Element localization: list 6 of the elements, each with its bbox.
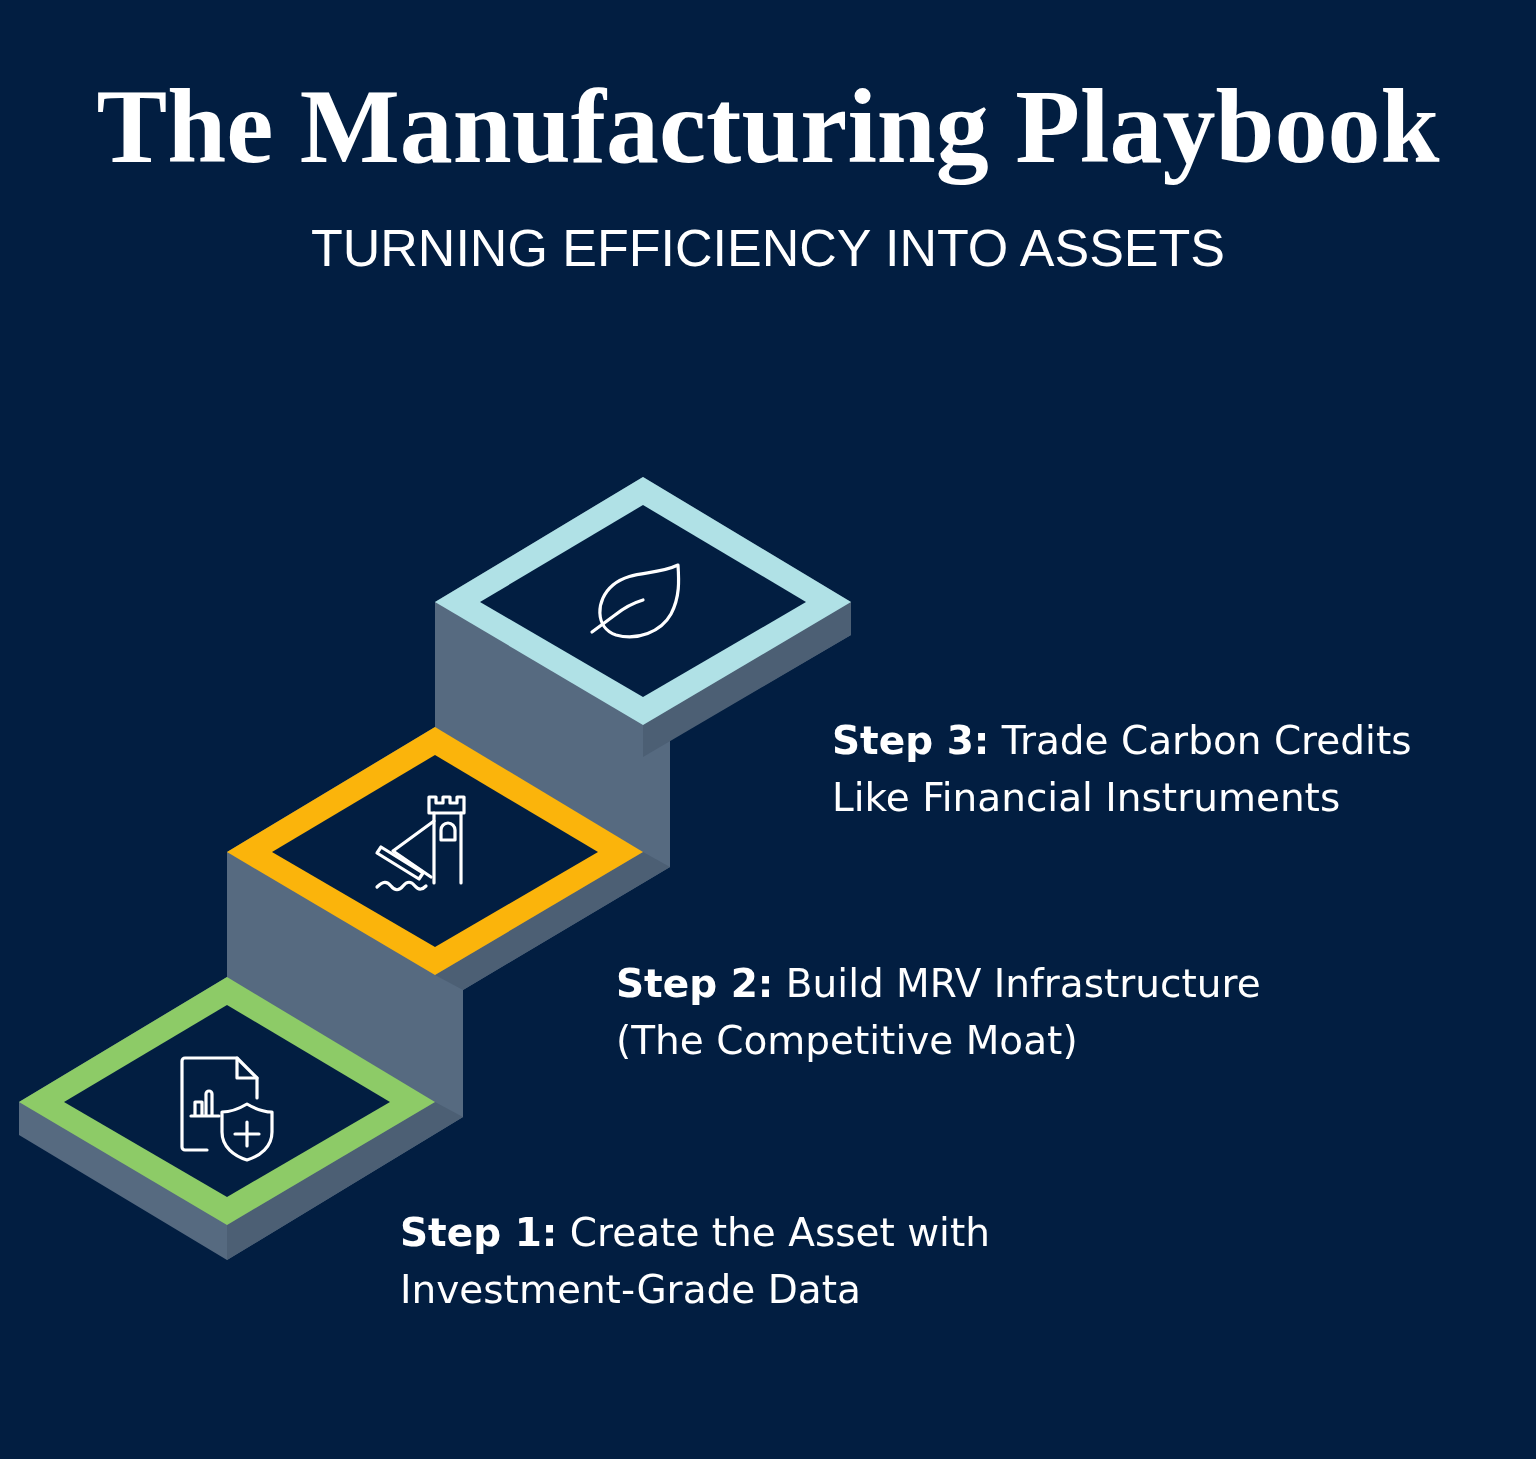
subtitle: TURNING EFFICIENCY INTO ASSETS xyxy=(311,218,1225,279)
step-tile xyxy=(435,477,851,725)
step-text: Step 3: Trade Carbon Credits Like Financial Instruments xyxy=(832,717,1413,822)
step-text: Step 2: Build MRV Infrastructure (The Competitive Moat) xyxy=(616,960,1262,1065)
title: The Manufacturing Playbook xyxy=(96,67,1440,187)
step-text: Step 1: Create the Asset with Investment-Grade Data xyxy=(400,1209,991,1314)
